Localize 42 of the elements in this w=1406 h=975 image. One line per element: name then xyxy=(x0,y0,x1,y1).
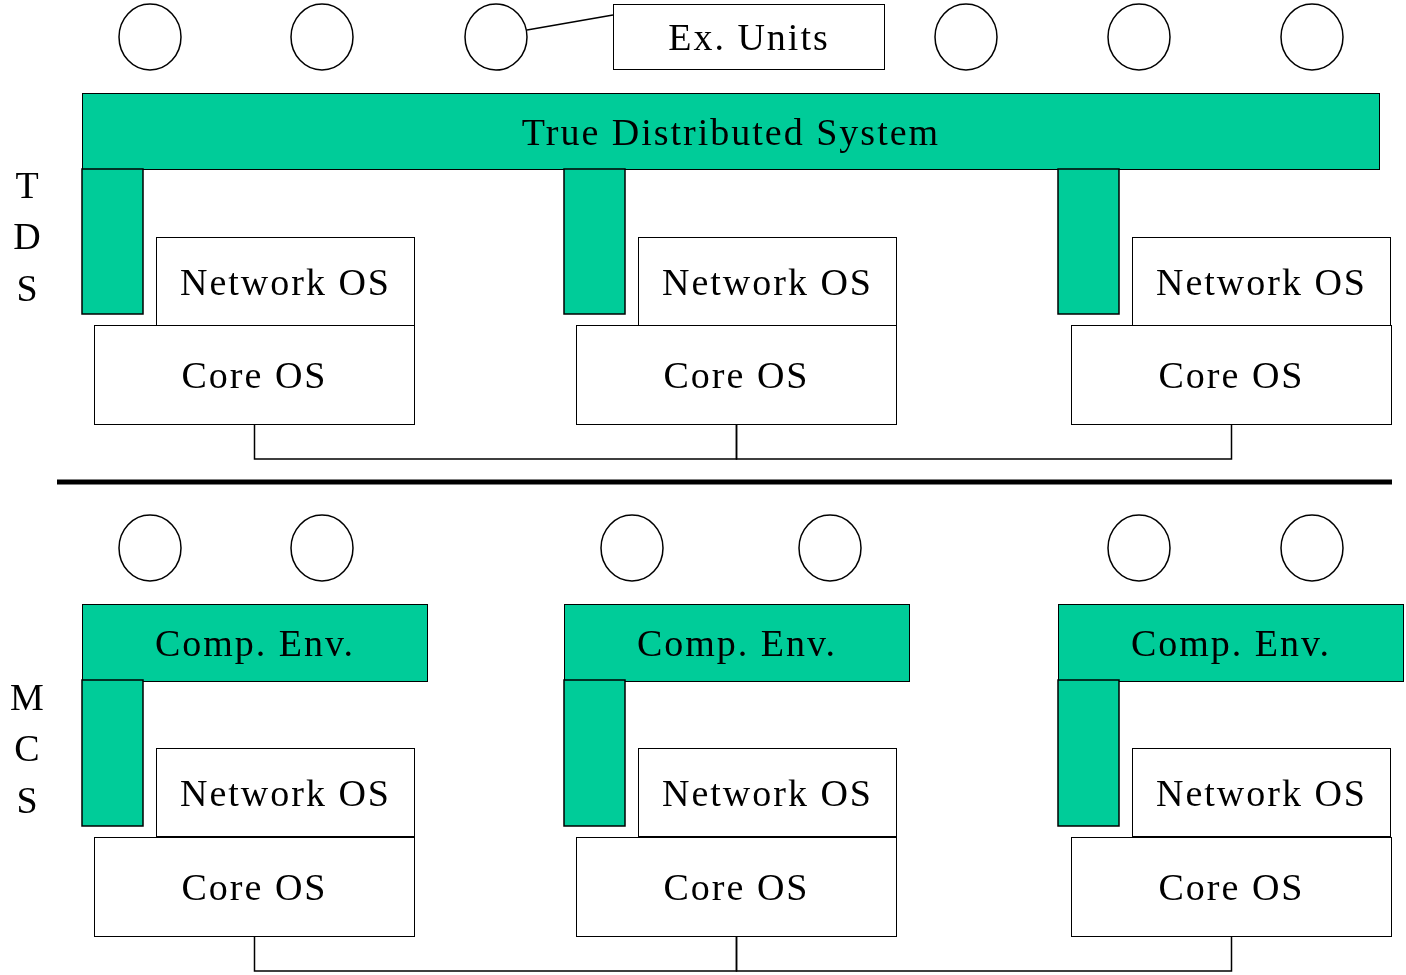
unit-circle xyxy=(1281,4,1343,70)
unit-circle xyxy=(465,4,527,70)
connector-line xyxy=(735,424,1233,460)
unit-circle xyxy=(291,515,353,581)
layer-box: Core OS xyxy=(94,837,415,937)
connector-line xyxy=(253,424,738,460)
layer-box: Core OS xyxy=(1071,325,1392,425)
layer-box: Network OS xyxy=(638,237,897,326)
unit-circle xyxy=(1108,4,1170,70)
connector-line xyxy=(253,936,738,972)
support-leg xyxy=(82,169,143,314)
layer-box: Core OS xyxy=(1071,837,1392,937)
side-label: TDS xyxy=(12,163,42,311)
support-leg xyxy=(82,680,143,826)
layer-box: Core OS xyxy=(576,325,897,425)
environment-bar: Comp. Env. xyxy=(82,604,428,682)
layer-box: Core OS xyxy=(94,325,415,425)
support-leg xyxy=(1058,680,1119,826)
environment-bar: Comp. Env. xyxy=(1058,604,1404,682)
unit-circle xyxy=(601,515,663,581)
unit-circle xyxy=(119,4,181,70)
layer-box: Network OS xyxy=(1132,748,1391,837)
unit-circle xyxy=(291,4,353,70)
environment-bar: Comp. Env. xyxy=(564,604,910,682)
support-leg xyxy=(564,680,625,826)
layer-box: Network OS xyxy=(156,748,415,837)
unit-circle xyxy=(799,515,861,581)
support-leg xyxy=(1058,169,1119,314)
unit-circle xyxy=(119,515,181,581)
layer-box: Network OS xyxy=(638,748,897,837)
layer-box: Core OS xyxy=(576,837,897,937)
layer-box: Network OS xyxy=(156,237,415,326)
unit-circle xyxy=(1281,515,1343,581)
system-bar: True Distributed System xyxy=(82,93,1380,170)
unit-circle xyxy=(935,4,997,70)
support-leg xyxy=(564,169,625,314)
connector-line xyxy=(735,936,1233,972)
layer-box: Ex. Units xyxy=(613,4,885,70)
layer-box: Network OS xyxy=(1132,237,1391,326)
side-label: MCS xyxy=(9,675,45,823)
leader-line xyxy=(526,14,614,31)
unit-circle xyxy=(1108,515,1170,581)
